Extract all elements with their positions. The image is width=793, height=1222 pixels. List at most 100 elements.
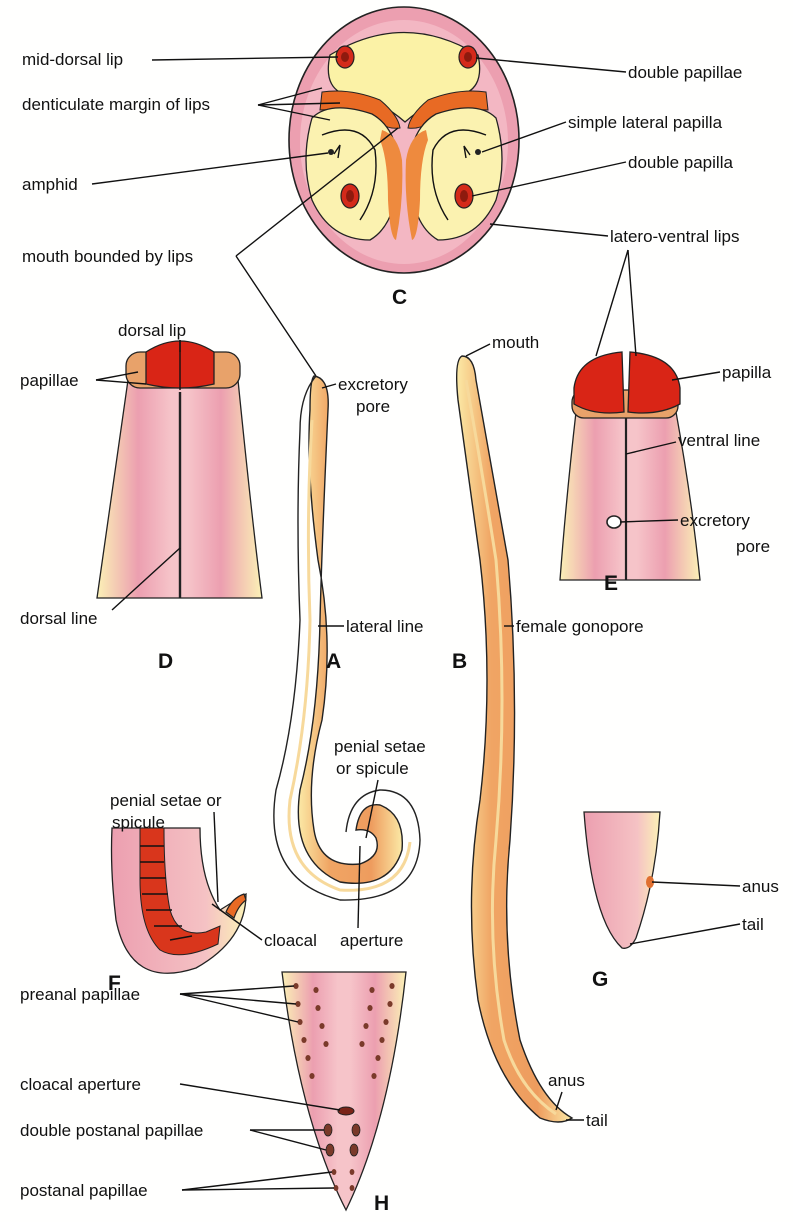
label-anus-b: anus <box>548 1071 585 1090</box>
label-penial-setae-f1: penial setae or <box>110 791 222 810</box>
label-dorsal-lip: dorsal lip <box>118 321 186 340</box>
label-female-gonopore: female gonopore <box>516 617 644 636</box>
figure-f-male-tail: penial setae or spicule cloacal F <box>108 791 317 995</box>
label-mouth: mouth <box>492 333 539 352</box>
e-right-lip <box>628 352 680 413</box>
b-body <box>457 356 572 1122</box>
letter-d: D <box>158 650 173 673</box>
figure-d-dorsal-head: dorsal lip papillae dorsal line D <box>20 321 262 673</box>
papilla <box>295 1001 300 1007</box>
leader <box>152 57 338 60</box>
label-double-papillae: double papillae <box>628 63 742 82</box>
papilla <box>371 1073 376 1079</box>
leader <box>672 372 720 380</box>
label-amphid: amphid <box>22 175 78 194</box>
letter-h: H <box>374 1192 389 1215</box>
papilla <box>315 1005 320 1011</box>
papilla <box>352 1124 360 1136</box>
papilla <box>332 1169 337 1175</box>
papilla <box>375 1055 380 1061</box>
letter-g: G <box>592 968 608 991</box>
papilla <box>334 1185 339 1191</box>
papilla <box>326 1144 334 1156</box>
leader <box>236 256 316 376</box>
papilla <box>313 987 318 993</box>
label-lateral-line: lateral line <box>346 617 424 636</box>
c-papilla-dot <box>460 190 468 202</box>
leader <box>466 344 490 356</box>
label-excretory-pore-e1: excretory <box>680 511 750 530</box>
label-denticulate-margin: denticulate margin of lips <box>22 95 210 114</box>
letter-b: B <box>452 650 467 673</box>
label-papilla-e: papilla <box>722 363 772 382</box>
papilla <box>379 1037 384 1043</box>
label-simple-lateral-papilla: simple lateral papilla <box>568 113 723 132</box>
papilla <box>293 983 298 989</box>
label-postanal-papillae: postanal papillae <box>20 1181 148 1200</box>
label-ventral-line: ventral line <box>678 431 760 450</box>
label-papillae-d: papillae <box>20 371 79 390</box>
leader <box>182 1188 334 1190</box>
papilla <box>367 1005 372 1011</box>
figure-h-male-tail-ventral: preanal papillae cloacal aperture double… <box>20 972 406 1215</box>
leader <box>652 882 740 886</box>
label-preanal-papillae: preanal papillae <box>20 985 140 1004</box>
papilla <box>301 1037 306 1043</box>
letter-a: A <box>326 650 341 673</box>
papilla <box>350 1144 358 1156</box>
leader <box>596 250 628 356</box>
leader <box>180 986 294 994</box>
papilla <box>305 1055 310 1061</box>
e-left-lip <box>574 352 624 413</box>
c-simple-lateral-papilla <box>475 149 481 155</box>
label-aperture: aperture <box>340 931 403 950</box>
label-double-postanal-papillae: double postanal papillae <box>20 1121 203 1140</box>
leader <box>180 994 298 1022</box>
leader <box>182 1172 332 1190</box>
label-penial-setae-a2: or spicule <box>336 759 409 778</box>
papilla <box>369 987 374 993</box>
label-excretory-pore-e2: pore <box>736 537 770 556</box>
leader <box>358 846 360 928</box>
e-excretory-pore <box>607 516 621 528</box>
label-cloacal-aperture: cloacal aperture <box>20 1075 141 1094</box>
papilla <box>323 1041 328 1047</box>
label-cloacal: cloacal <box>264 931 317 950</box>
label-mid-dorsal-lip: mid-dorsal lip <box>22 50 123 69</box>
figure-g-female-tail: anus tail G <box>584 812 779 991</box>
label-penial-setae-f2: spicule <box>112 813 165 832</box>
papilla <box>324 1124 332 1136</box>
label-dorsal-line: dorsal line <box>20 609 98 628</box>
leader <box>180 994 296 1004</box>
papilla <box>389 983 394 989</box>
papilla <box>350 1169 355 1175</box>
c-papilla-dot <box>346 190 354 202</box>
c-amphid <box>328 149 334 155</box>
figure-e-ventral-head: papilla ventral line excretory pore E <box>560 250 772 595</box>
c-papilla-dot <box>464 52 472 62</box>
h-body <box>282 972 406 1210</box>
label-latero-ventral-lips: latero-ventral lips <box>610 227 739 246</box>
label-anus-g: anus <box>742 877 779 896</box>
leader <box>556 1092 562 1110</box>
figure-a-male: excretory pore lateral line penial setae… <box>274 375 426 950</box>
h-cloacal-aperture <box>338 1107 354 1115</box>
label-penial-setae-a1: penial setae <box>334 737 426 756</box>
papilla <box>363 1023 368 1029</box>
figure-c-en-face <box>289 7 519 273</box>
papilla <box>387 1001 392 1007</box>
papilla <box>297 1019 302 1025</box>
papilla <box>319 1023 324 1029</box>
label-mouth-bounded: mouth bounded by lips <box>22 247 193 266</box>
leader <box>490 224 608 236</box>
papilla <box>359 1041 364 1047</box>
label-tail-b: tail <box>586 1111 608 1130</box>
papilla <box>309 1073 314 1079</box>
leader <box>214 812 218 902</box>
label-double-papilla: double papilla <box>628 153 733 172</box>
letter-e: E <box>604 572 618 595</box>
label-excretory-pore-a2: pore <box>356 397 390 416</box>
leader <box>628 250 636 356</box>
